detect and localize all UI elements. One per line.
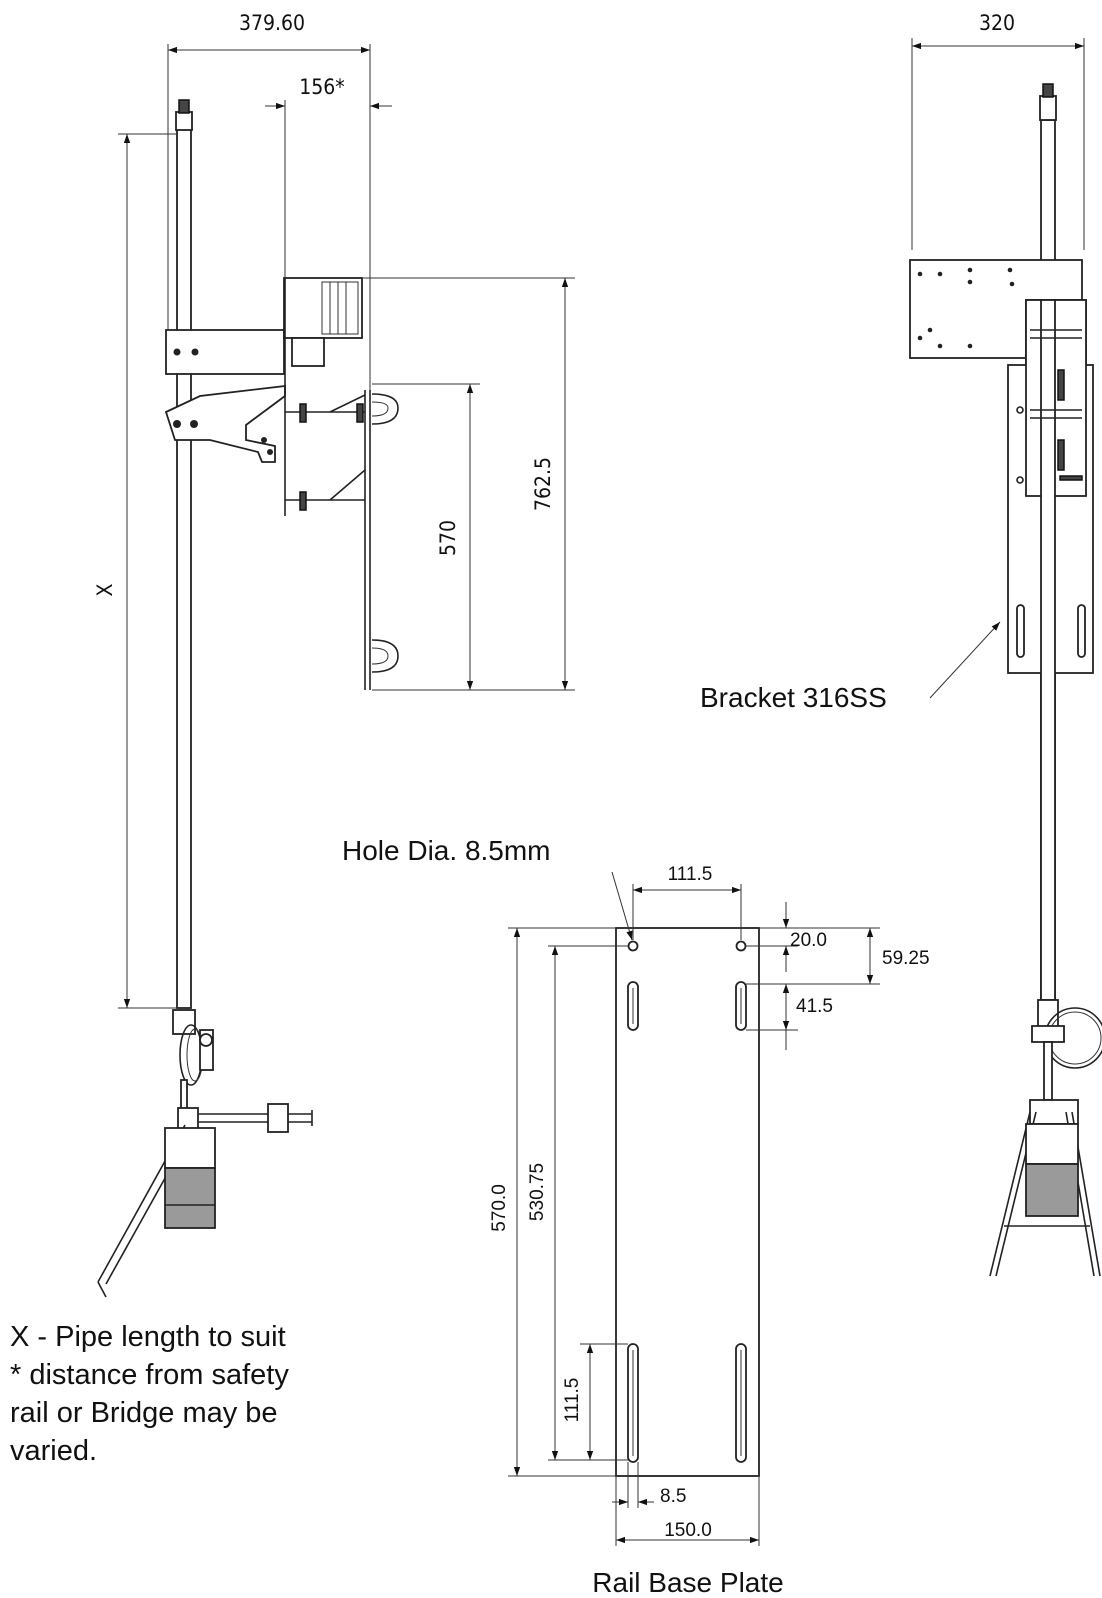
pipe-cap — [175, 111, 193, 131]
front-view-dimensions: 320 Bracket 316SS — [700, 11, 1085, 713]
dim-side-width: 320 — [979, 11, 1015, 35]
pipe-cap-nut — [178, 99, 190, 114]
u-bolt-lower — [371, 639, 399, 673]
note-line: varied. — [10, 1435, 98, 1467]
front-view-assembly — [909, 83, 1102, 1277]
side-view-dimensions: 379.60 156* X 570 762.5 — [93, 11, 575, 1009]
tripod-head — [1029, 1099, 1079, 1125]
note-line: rail or Bridge may be — [10, 1397, 278, 1429]
mount-hole — [735, 940, 747, 952]
dim-slot-width: 8.5 — [660, 1486, 686, 1507]
label-hole-diameter: Hole Dia. 8.5mm — [342, 835, 551, 866]
bolt — [191, 348, 199, 356]
probe-body — [164, 1167, 216, 1229]
dim-slot-length-bottom: 111.5 — [562, 1378, 583, 1423]
dim-plate-length: 570.0 — [489, 1184, 510, 1232]
mount-holes — [917, 267, 1015, 349]
bracket-slot — [1077, 604, 1086, 658]
label-bracket-material: Bracket 316SS — [700, 682, 887, 713]
front-probe-canister — [1025, 1123, 1079, 1165]
bolt — [173, 348, 181, 356]
front-probe-body — [1025, 1163, 1079, 1217]
probe-canister — [164, 1127, 216, 1169]
base-plate-title: Rail Base Plate — [592, 1567, 783, 1598]
dim-plate-width: 150.0 — [664, 1520, 712, 1541]
dim-offset: 156* — [299, 75, 345, 99]
dim-bracket-height: 762.5 — [531, 457, 555, 511]
u-bolt-upper — [371, 393, 399, 425]
dim-top-offset-slot: 59.25 — [882, 948, 930, 969]
dim-hole-center-span: 530.75 — [527, 1163, 548, 1221]
note-line: * distance from safety — [10, 1359, 289, 1391]
dim-slot-length-top: 41.5 — [796, 996, 833, 1017]
lower-clamp — [172, 1009, 196, 1035]
base-plate-dimensions: Hole Dia. 8.5mm 111.5 20.0 59.25 41.5 57… — [342, 835, 930, 1598]
dim-pipe-length: X — [93, 583, 117, 596]
dim-overall-width: 379.60 — [239, 11, 305, 35]
probe-weight — [267, 1103, 289, 1133]
dim-top-offset-hole: 20.0 — [790, 930, 827, 951]
probe-clamp — [177, 1107, 199, 1131]
bracket-slot — [1016, 604, 1025, 658]
sensor-lower-box — [291, 337, 325, 367]
dim-hole-spacing: 111.5 — [668, 864, 713, 885]
note-line: X - Pipe length to suit — [10, 1321, 286, 1353]
sensor-housing — [283, 277, 363, 339]
rail-base-plate — [615, 927, 760, 1477]
upper-clamp-plate — [165, 329, 285, 375]
mount-hole — [627, 940, 639, 952]
main-pipe — [176, 127, 192, 1009]
side-view-assembly — [97, 99, 399, 1298]
dim-bracket-span: 570 — [436, 520, 460, 556]
drawing-notes: X - Pipe length to suit * distance from … — [10, 1318, 340, 1470]
